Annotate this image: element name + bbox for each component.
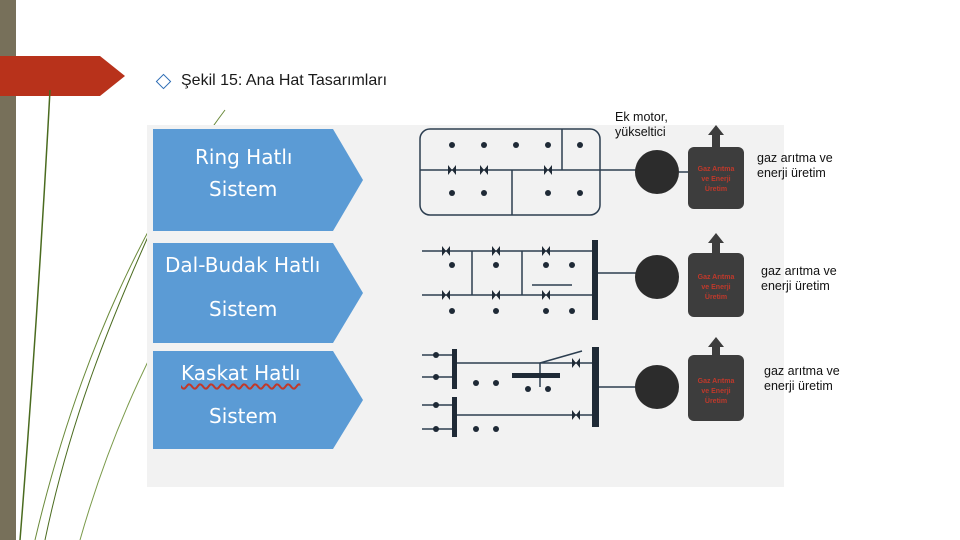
note-row1-line1: gaz arıtma ve [757, 151, 833, 165]
system-arrow-cascade [153, 351, 363, 449]
tank-label-row2-l2: ve Enerji [701, 284, 730, 291]
system-arrow-ring [153, 129, 363, 231]
compressor-row2 [635, 255, 679, 299]
treatment-tank-row3: Gaz Arıtma ve Enerji Üretim [688, 337, 744, 421]
note-row3-line2: enerji üretim [764, 379, 833, 393]
note-booster: Ek motor, yükseltici [615, 110, 668, 140]
diagram-panel: Ring Hatlı Sistem Dal-Budak Hatlı Sistem… [147, 125, 784, 487]
tank-label-row3-l1: Gaz Arıtma [698, 378, 735, 385]
left-accent-bar [0, 0, 16, 540]
treatment-tank-row1: Gaz Arıtma ve Enerji Üretim [688, 125, 744, 209]
tank-label-row3-l3: Üretim [705, 396, 727, 405]
title-tab [0, 56, 125, 96]
slide-title-text: Şekil 15: Ana Hat Tasarımları [181, 72, 388, 89]
network-schematics: Gaz Arıtma ve Enerji Üretim Gaz Arıtma v… [419, 125, 744, 437]
system-label-cascade-line2: Sistem [209, 404, 278, 428]
slide-title: Şekil 15: Ana Hat Tasarımları [155, 72, 388, 90]
tank-label-row1-l1: Gaz Arıtma [698, 166, 735, 173]
ring-loop [419, 128, 601, 216]
system-label-cascade-line1: Kaskat Hatlı [181, 361, 301, 385]
system-label-ring-line1: Ring Hatlı [195, 145, 293, 169]
note-treatment-row3: gaz arıtma ve enerji üretim [764, 364, 840, 394]
system-label-branch-line1: Dal-Budak Hatlı [165, 253, 321, 277]
note-booster-line1: Ek motor, [615, 110, 668, 124]
tank-label-row2-l1: Gaz Arıtma [698, 274, 735, 281]
tank-label-row2-l3: Üretim [705, 292, 727, 301]
tank-label-row1-l2: ve Enerji [701, 176, 730, 183]
note-row2-line2: enerji üretim [761, 279, 830, 293]
treatment-tank-row2: Gaz Arıtma ve Enerji Üretim [688, 233, 744, 317]
note-booster-line2: yükseltici [615, 125, 666, 139]
system-label-branch-line2: Sistem [209, 297, 278, 321]
note-row1-line2: enerji üretim [757, 166, 826, 180]
system-arrow-branch [153, 243, 363, 343]
tank-label-row1-l3: Üretim [705, 184, 727, 193]
compressor-row3 [635, 365, 679, 409]
note-row2-line1: gaz arıtma ve [761, 264, 837, 278]
note-row3-line1: gaz arıtma ve [764, 364, 840, 378]
system-label-ring-line2: Sistem [209, 177, 278, 201]
tank-label-row3-l2: ve Enerji [701, 388, 730, 395]
compressor-row1 [635, 150, 694, 194]
note-treatment-row2: gaz arıtma ve enerji üretim [761, 264, 837, 294]
diamond-bullet-icon [155, 73, 172, 89]
note-treatment-row1: gaz arıtma ve enerji üretim [757, 151, 833, 181]
